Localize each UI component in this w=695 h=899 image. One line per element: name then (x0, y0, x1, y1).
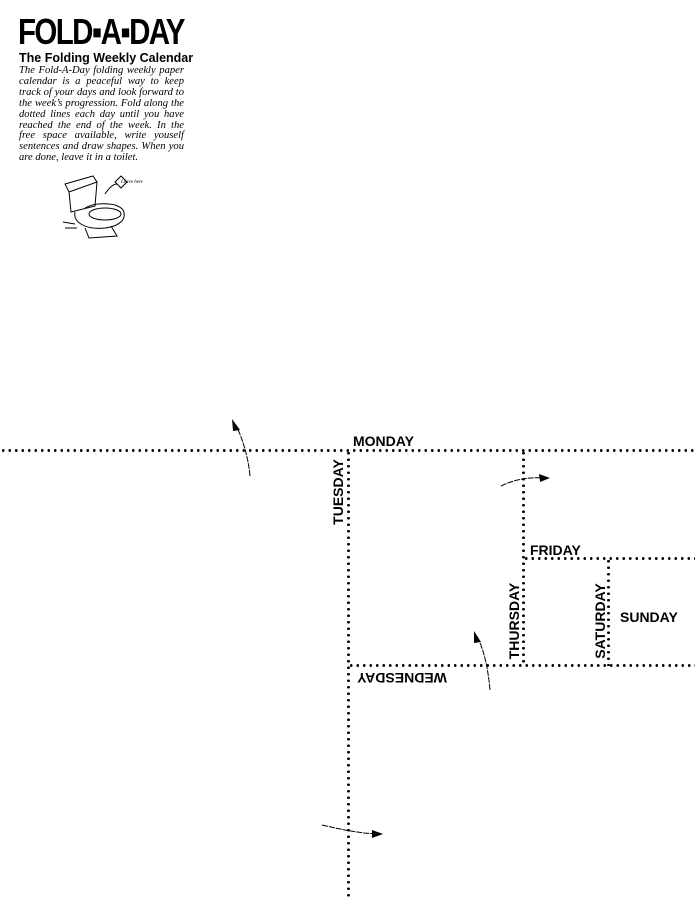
day-label-friday: FRIDAY (530, 542, 581, 558)
subtitle: The Folding Weekly Calendar (19, 51, 194, 65)
day-label-sunday: SUNDAY (620, 609, 678, 625)
arrowhead-icon (232, 419, 240, 431)
fold-line-tuesday (347, 450, 350, 899)
fold-arrow-icon (500, 477, 546, 487)
description: The Fold-A-Day folding weekly paper cale… (19, 65, 184, 164)
logo-title: FOLD▪A▪DAY (18, 11, 185, 52)
toilet-illustration (62, 175, 128, 239)
illustration-caption: Leave here (121, 180, 143, 185)
arrowhead-icon (474, 631, 481, 643)
arrowhead-icon (539, 474, 550, 482)
arrowhead-icon (372, 830, 383, 838)
fold-arrow-icon (476, 635, 491, 691)
fold-arrow-icon (321, 824, 379, 835)
fold-line-saturday (607, 558, 610, 666)
fold-arrow-icon (235, 424, 251, 477)
fold-line-wednesday (348, 664, 695, 667)
day-label-monday: MONDAY (353, 433, 414, 449)
